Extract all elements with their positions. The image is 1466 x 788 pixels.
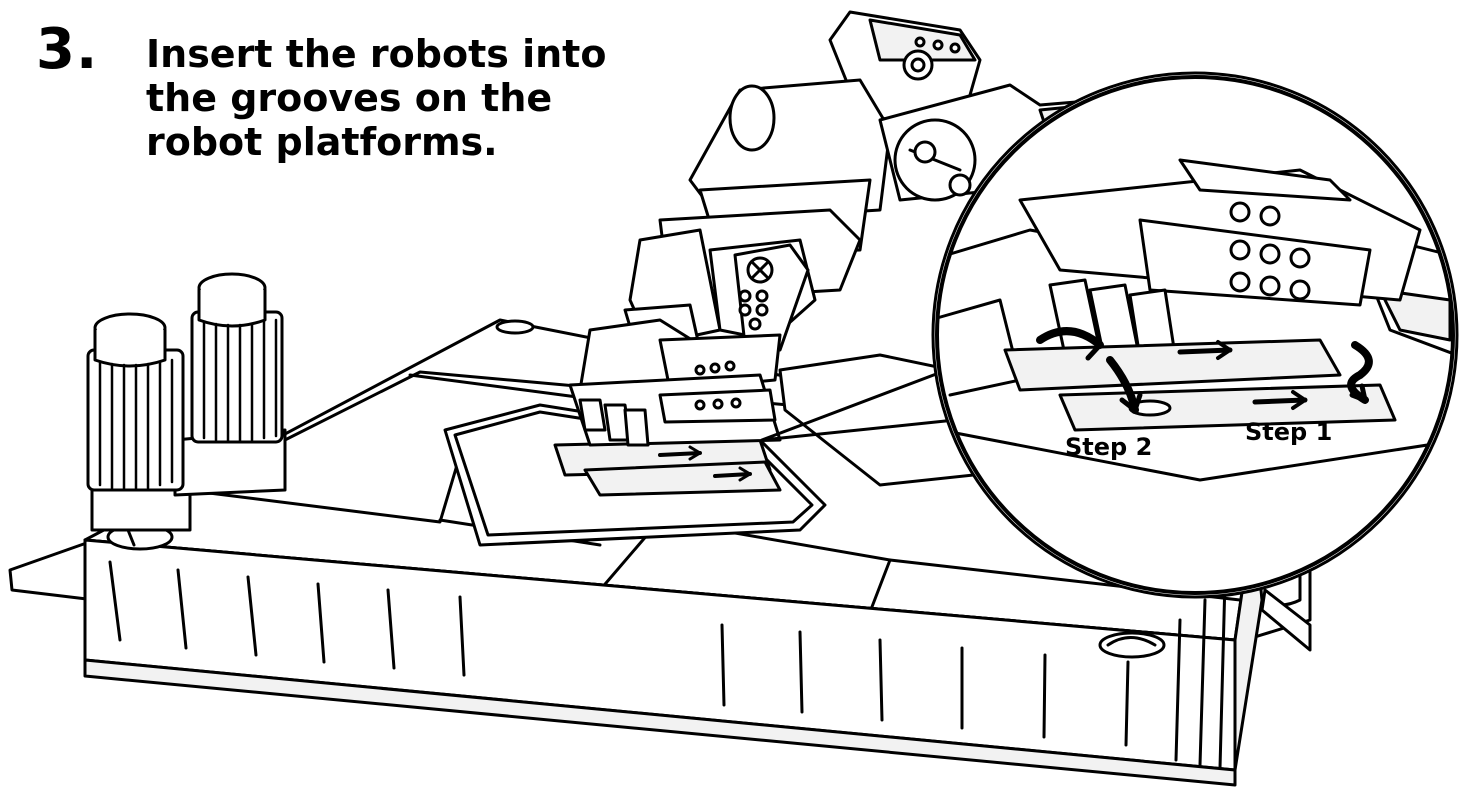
- instruction-line: the grooves on the: [146, 76, 786, 120]
- instruction-line: robot platforms.: [146, 120, 786, 164]
- instruction-line: Insert the robots into: [146, 32, 786, 76]
- step-instruction: Insert the robots into the grooves on th…: [146, 32, 786, 164]
- magnifier-callout: Step 2 Step 1: [930, 73, 1466, 597]
- knob-illustration: [88, 274, 285, 530]
- step-1-label: Step 1: [1245, 418, 1332, 446]
- step-2-label: Step 2: [1065, 433, 1152, 461]
- step-heading: 3. Insert the robots into the grooves on…: [36, 22, 776, 152]
- step-number: 3.: [36, 22, 98, 78]
